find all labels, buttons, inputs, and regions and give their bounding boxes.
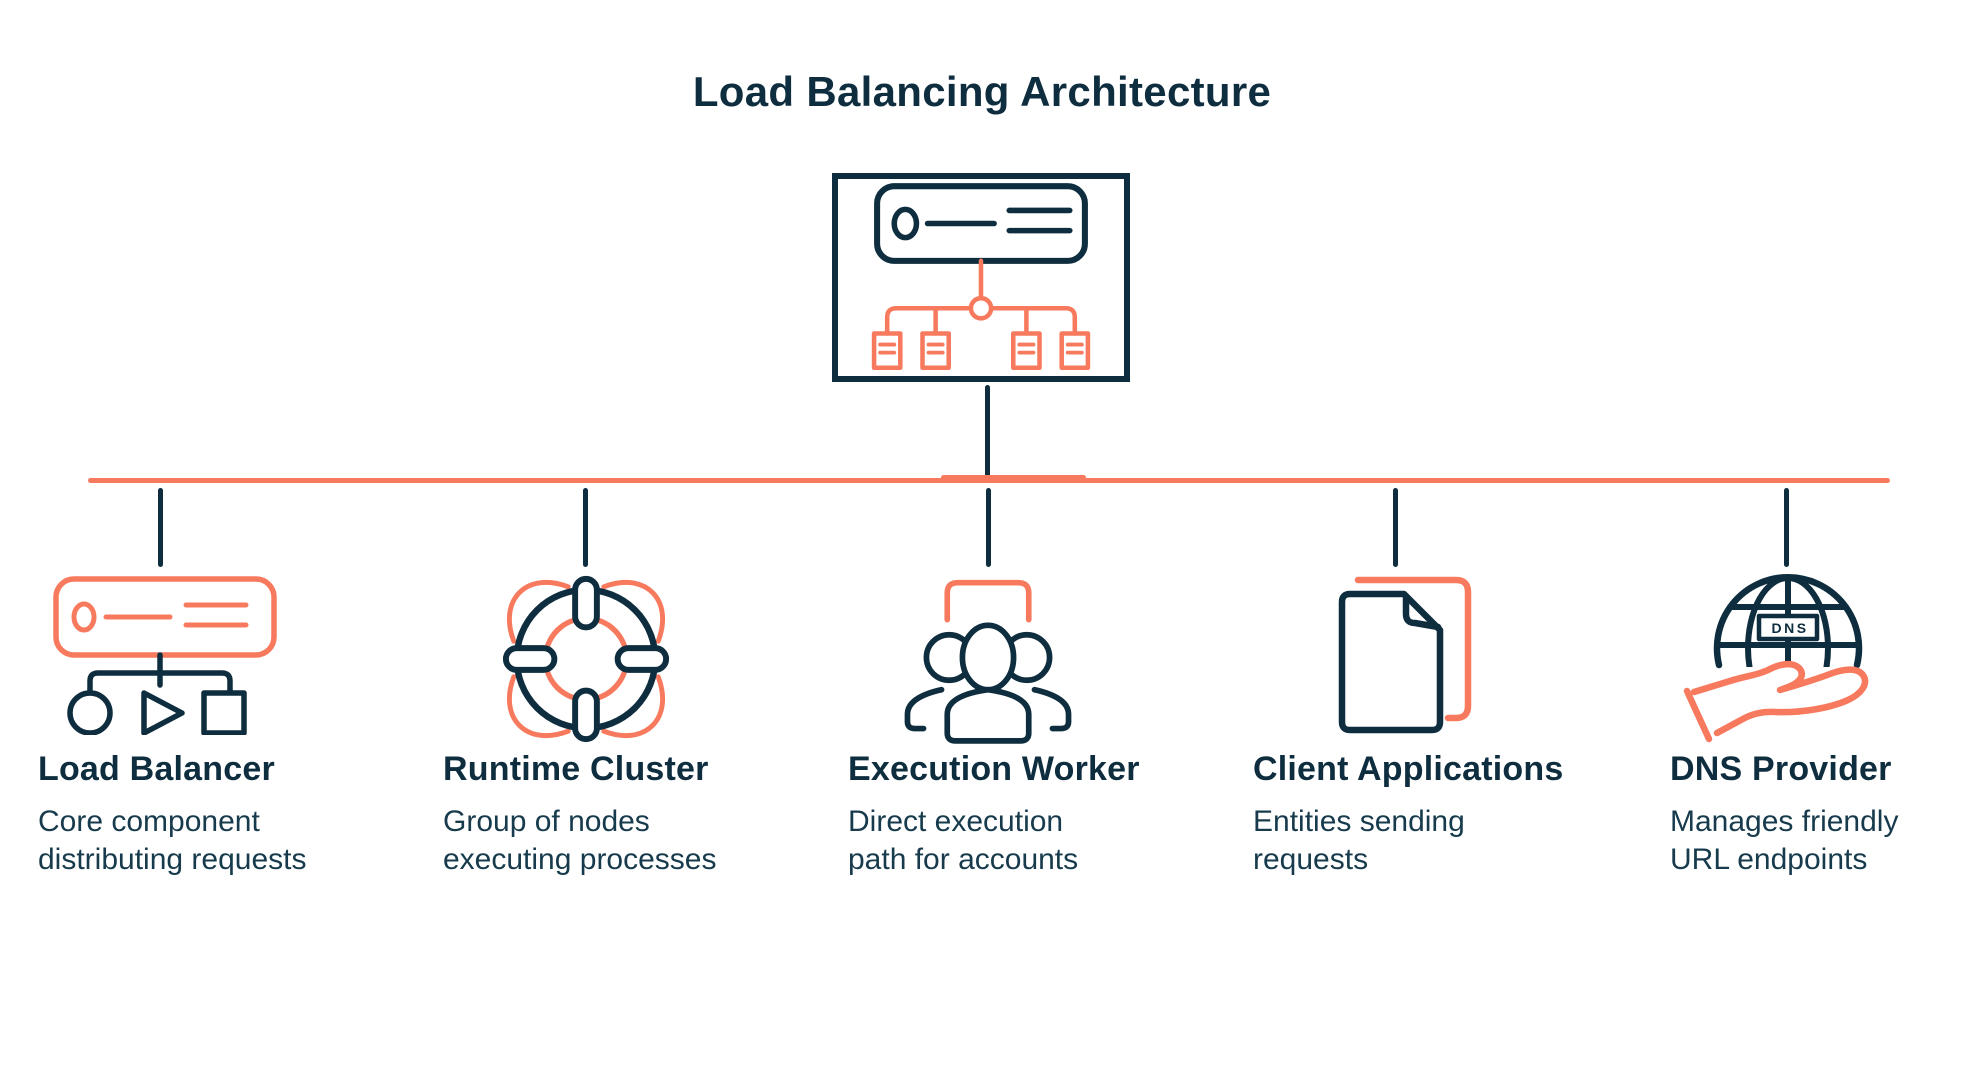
top-drop-connector (985, 385, 990, 477)
server-distribution-icon (871, 182, 1091, 370)
node-title: DNS Provider (1670, 750, 1892, 788)
lifebuoy-icon (502, 575, 670, 743)
dns-badge-label: DNS (1771, 620, 1808, 636)
branch-connector-load-balancer (158, 488, 163, 567)
node-description: Core component distributing requests (38, 805, 307, 876)
node-label-client-applications: Client Applications Entities sending req… (1253, 750, 1653, 879)
node-description: Group of nodes executing processes (443, 805, 717, 876)
globe-hand-icon: DNS (1683, 574, 1869, 743)
node-label-dns-provider: DNS Provider Manages friendly URL endpoi… (1670, 750, 1964, 879)
node-label-load-balancer: Load Balancer Core component distributin… (38, 750, 438, 879)
node-label-execution-worker: Execution Worker Direct execution path f… (848, 750, 1248, 879)
node-description: Manages friendly URL endpoints (1670, 805, 1899, 876)
node-title: Execution Worker (848, 750, 1140, 788)
trunk-line-overlap-stroke (941, 475, 1086, 480)
node-title: Runtime Cluster (443, 750, 709, 788)
node-description: Direct execution path for accounts (848, 805, 1079, 876)
branch-connector-runtime-cluster (583, 488, 588, 567)
branch-connector-execution-worker (986, 488, 991, 567)
node-title: Client Applications (1253, 750, 1564, 788)
node-title: Load Balancer (38, 750, 275, 788)
load-balancer-icon (53, 576, 277, 735)
branch-connector-client-applications (1393, 488, 1398, 567)
node-description: Entities sending requests (1253, 805, 1465, 876)
node-label-runtime-cluster: Runtime Cluster Group of nodes executing… (443, 750, 843, 879)
top-node-frame (832, 173, 1130, 382)
page-title: Load Balancing Architecture (692, 68, 1272, 115)
trunk-line (88, 478, 1890, 483)
documents-icon (1338, 576, 1472, 734)
branch-connector-dns-provider (1784, 488, 1789, 567)
user-group-icon (904, 579, 1072, 744)
